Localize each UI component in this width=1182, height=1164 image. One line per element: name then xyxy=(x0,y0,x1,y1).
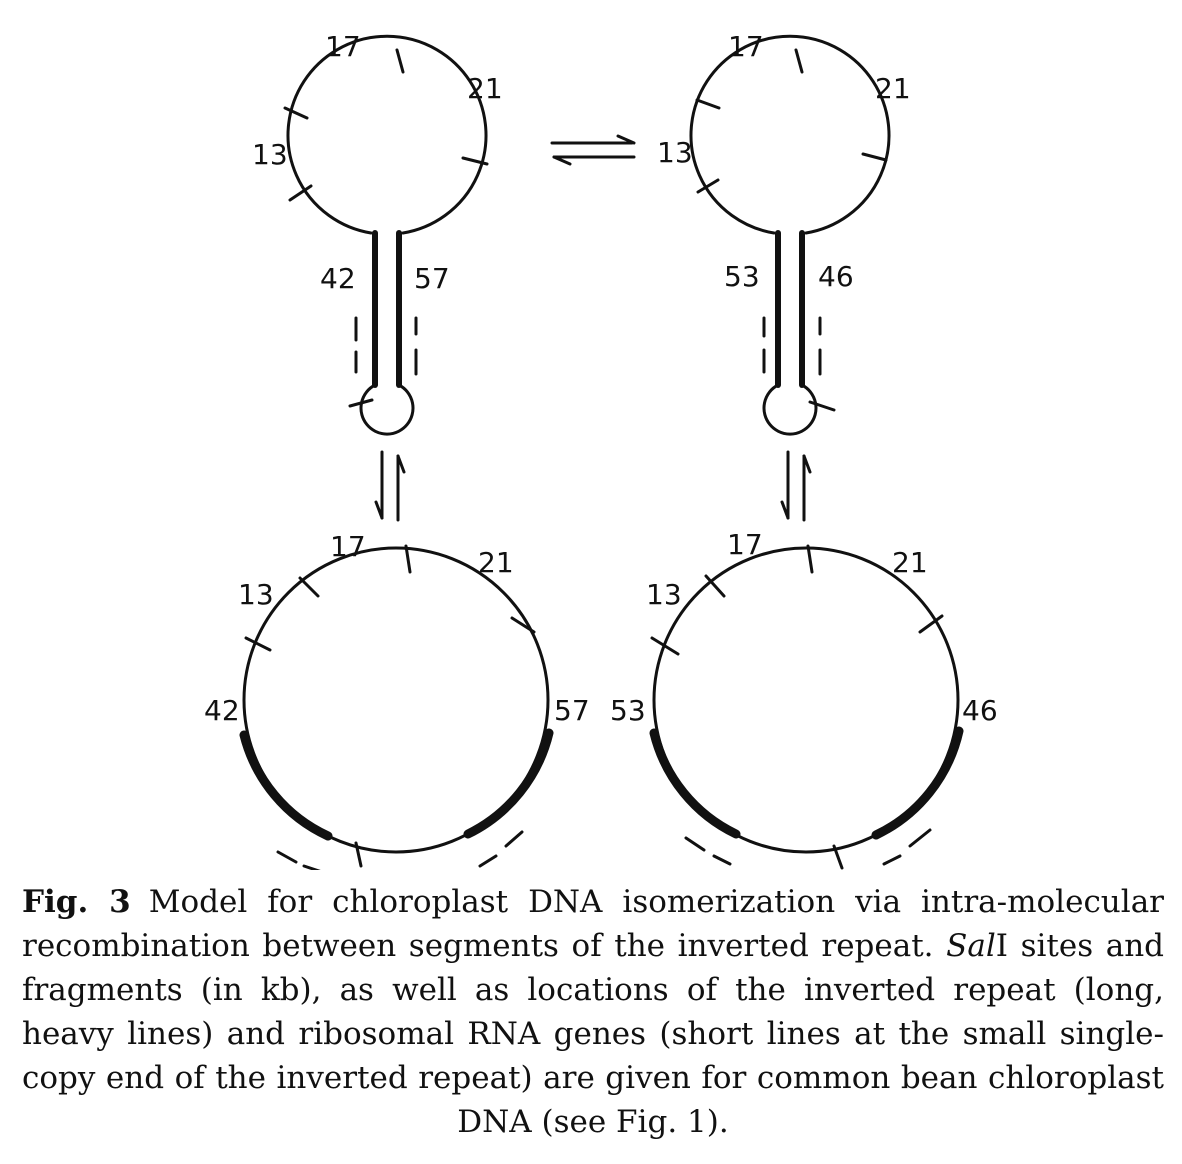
fragment-label: 17 xyxy=(727,528,763,561)
large-loop-arc xyxy=(689,34,891,235)
fragment-label: 17 xyxy=(330,530,366,563)
sali-site-tick xyxy=(832,844,844,870)
fragment-label: 21 xyxy=(875,72,911,105)
fragment-label: 57 xyxy=(554,694,590,727)
fragment-labels-bottom-right: 17 21 13 53 46 xyxy=(610,528,998,727)
rrna-gene-line xyxy=(882,854,902,866)
isomerization-diagram: 17 21 13 42 57 17 21 13 53 46 17 21 13 4… xyxy=(204,30,998,870)
caption-text-part2: I sites and fragments (in kb), as well a… xyxy=(22,928,1164,1140)
sali-site-tick xyxy=(695,98,721,110)
sali-site-tick xyxy=(696,178,720,194)
inverted-repeat-heavy-arc xyxy=(649,728,741,839)
bottom-left-circle xyxy=(239,544,554,870)
sali-site-tick xyxy=(395,48,405,74)
inverted-repeat-heavy-arc xyxy=(463,728,554,839)
rrna-gene-line xyxy=(908,828,932,848)
sali-site-tick xyxy=(283,106,309,120)
sali-site-tick xyxy=(404,544,412,574)
sali-site-tick xyxy=(244,636,272,652)
bottom-right-circle xyxy=(649,544,964,870)
sali-site-tick xyxy=(298,576,320,598)
rrna-gene-line xyxy=(684,836,706,852)
fragment-label: 21 xyxy=(478,546,514,579)
fragment-label: 53 xyxy=(724,260,760,293)
rrna-gene-line xyxy=(478,854,498,868)
inverted-repeat-heavy-arc xyxy=(239,730,333,841)
enzyme-name: Sal xyxy=(946,928,996,964)
fragment-label: 13 xyxy=(252,138,288,171)
top-right-lollipop xyxy=(689,34,891,436)
sali-site-tick xyxy=(704,574,726,598)
inverted-repeat-heavy-arc xyxy=(871,726,964,840)
fragment-label: 21 xyxy=(892,546,928,579)
fragment-labels-bottom-left: 17 21 13 42 57 xyxy=(204,530,590,727)
rrna-gene-line xyxy=(276,850,298,864)
sali-site-tick xyxy=(808,400,836,412)
fragment-label: 17 xyxy=(325,30,361,63)
fragment-label: 13 xyxy=(646,578,682,611)
rrna-gene-line xyxy=(504,830,524,848)
fragment-label: 21 xyxy=(467,72,503,105)
top-left-lollipop xyxy=(283,34,489,436)
sali-site-tick xyxy=(918,614,944,634)
fragment-label: 46 xyxy=(818,260,854,293)
rrna-gene-line xyxy=(712,854,732,866)
sali-site-tick xyxy=(650,636,680,656)
fragment-labels-top-right: 17 21 13 53 46 xyxy=(657,30,911,293)
sali-site-tick xyxy=(861,152,888,162)
sali-site-tick xyxy=(461,156,489,166)
equilibrium-arrows-horizontal xyxy=(550,134,636,166)
sali-site-tick xyxy=(348,398,374,408)
fragment-label: 53 xyxy=(610,694,646,727)
fragment-label: 42 xyxy=(320,262,356,295)
equilibrium-arrows-vertical-right xyxy=(780,450,812,522)
sali-site-tick xyxy=(510,616,536,634)
chloroplast-dna-circle xyxy=(242,546,550,854)
fragment-label: 57 xyxy=(414,262,450,295)
small-loop-arc xyxy=(762,383,818,436)
fragment-label: 13 xyxy=(657,136,693,169)
caption-text-part1: Model for chloroplast DNA isomerization … xyxy=(22,884,1164,964)
figure-label: Fig. 3 xyxy=(22,884,131,920)
fragment-labels-top-left: 17 21 13 42 57 xyxy=(252,30,503,295)
small-loop-arc xyxy=(359,383,415,436)
sali-site-tick xyxy=(806,544,814,574)
sali-site-tick xyxy=(288,184,313,202)
fragment-label: 17 xyxy=(728,30,764,63)
large-loop-arc xyxy=(286,34,488,235)
fragment-label: 46 xyxy=(962,694,998,727)
equilibrium-arrows-vertical-left xyxy=(374,450,406,522)
fragment-label: 42 xyxy=(204,694,240,727)
sali-site-tick xyxy=(794,48,804,74)
rrna-gene-line xyxy=(302,864,321,870)
fragment-label: 13 xyxy=(238,578,274,611)
chloroplast-dna-circle xyxy=(652,546,960,854)
sali-site-tick xyxy=(354,841,363,868)
